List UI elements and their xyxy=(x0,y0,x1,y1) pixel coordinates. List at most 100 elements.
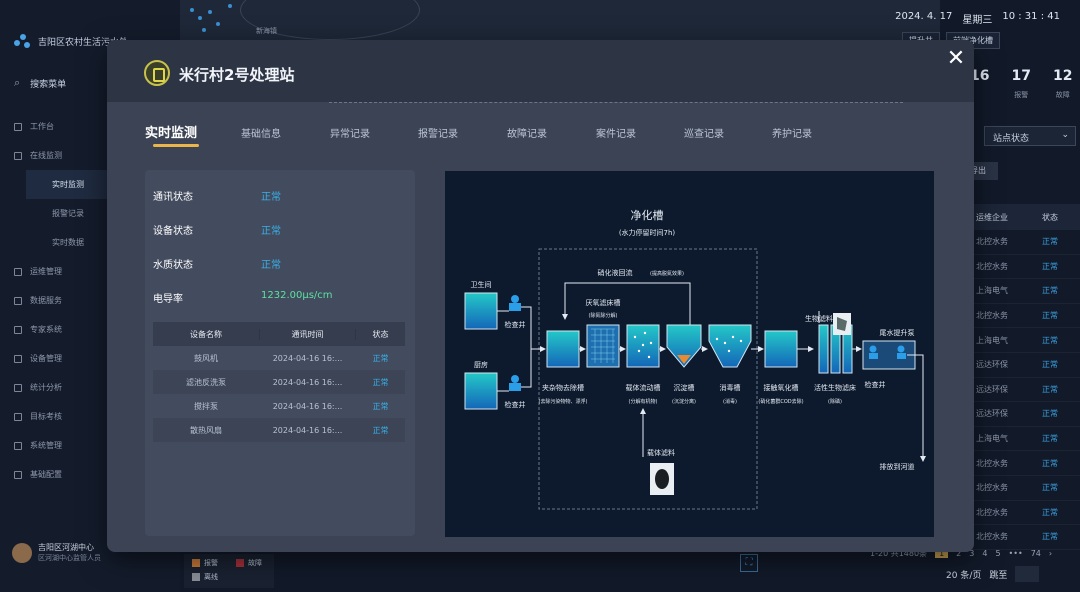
settling-tank-label: 沉淀槽 xyxy=(674,383,695,392)
map-marker[interactable] xyxy=(198,16,202,20)
table-row[interactable]: 北控水务正常 xyxy=(972,255,1080,280)
tab-5[interactable]: 案件记录 xyxy=(596,129,636,140)
sidebar-item-label: 在线监测 xyxy=(30,151,62,160)
tab-4[interactable]: 故障记录 xyxy=(507,129,547,140)
tab-7[interactable]: 养护记录 xyxy=(772,129,812,140)
modal-title: 米行村2号处理站 xyxy=(179,66,295,84)
table-row[interactable]: 北控水务正常 xyxy=(972,476,1080,501)
table-row[interactable]: 北控水务正常 xyxy=(972,525,1080,550)
next-page-icon[interactable]: › xyxy=(1048,549,1053,558)
map-marker[interactable] xyxy=(228,4,232,8)
map-marker[interactable] xyxy=(216,22,220,26)
map-marker[interactable] xyxy=(208,10,212,14)
table-row[interactable]: 远达环保正常 xyxy=(972,378,1080,403)
table-row[interactable]: 北控水务正常 xyxy=(972,230,1080,255)
map-label: 新海镇 xyxy=(256,27,277,35)
count-normal: 16 xyxy=(970,68,990,84)
status-cell: 正常 xyxy=(1042,311,1058,321)
status-cell: 正常 xyxy=(1042,384,1058,394)
table-row[interactable]: 上海电气 正常 xyxy=(972,427,1080,452)
menu-search[interactable]: ⌕ 搜索菜单 xyxy=(14,76,66,90)
table-row[interactable]: 北控水务正常 xyxy=(972,304,1080,329)
table-row[interactable]: 上海电气正常 xyxy=(972,328,1080,353)
user-profile[interactable]: 吉阳区河湖中心 区河湖中心监管人员 xyxy=(12,542,101,563)
sidebar-item[interactable]: 运维管理 xyxy=(14,257,174,286)
tab-2[interactable]: 异常记录 xyxy=(330,129,370,140)
avatar[interactable] xyxy=(12,542,32,563)
process-flow-svg: 净化槽 (水力停留时间7h) 卫生间 厨房 检查井 检查井 夹杂物去除槽 (去除… xyxy=(464,208,926,510)
operator-cell: 北控水务 xyxy=(976,237,1008,247)
app-logo: 吉阳区农村生活污水处 xyxy=(14,34,128,48)
expand-icon[interactable]: ⛶ xyxy=(740,554,758,572)
device-name-cell: 散热风扇 xyxy=(190,425,222,435)
tab-3[interactable]: 报警记录 xyxy=(418,129,458,140)
sidebar-item[interactable]: 设备管理 xyxy=(14,344,174,373)
comm-time-cell: 2024-04-16 16:... xyxy=(272,377,343,387)
table-row[interactable]: 北控水务正常 xyxy=(972,451,1080,476)
sidebar-item[interactable]: 目标考核 xyxy=(14,402,174,431)
sidebar-item[interactable]: 系统管理 xyxy=(14,431,174,460)
operator-cell: 北控水务 xyxy=(976,532,1008,542)
device-status-value: 正常 xyxy=(261,226,281,237)
comm-time-cell: 2024-04-16 16:... xyxy=(272,425,343,435)
status-cell: 正常 xyxy=(1042,434,1058,444)
sidebar-item[interactable]: 基础配置 xyxy=(14,460,174,489)
carrier-flow-tank-note: (分解有机物) xyxy=(629,398,658,405)
sidebar-item[interactable]: 统计分析 xyxy=(14,373,174,402)
sidebar-item-label: 设备管理 xyxy=(30,354,62,363)
sidebar-item[interactable]: 工作台 xyxy=(14,112,174,141)
table-row[interactable]: 上海电气正常 xyxy=(972,279,1080,304)
device-status-cell: 正常 xyxy=(372,353,389,363)
page-button[interactable]: ••• xyxy=(1008,549,1023,558)
page-button[interactable]: 3 xyxy=(969,549,975,558)
station-status-select[interactable]: 站点状态⌄ xyxy=(984,126,1076,146)
page-button[interactable]: 2 xyxy=(956,549,962,558)
bathroom-label: 卫生间 xyxy=(471,280,492,289)
sidebar-item[interactable]: 专家系统 xyxy=(14,315,174,344)
pagination-controls: 20 条/页 跳至 xyxy=(946,566,1040,582)
close-button[interactable]: ✕ xyxy=(946,46,966,71)
tab-6[interactable]: 巡查记录 xyxy=(684,129,724,140)
page-button[interactable]: 5 xyxy=(995,549,1001,558)
page-button[interactable]: 1 xyxy=(935,549,949,558)
status-cell: 正常 xyxy=(1042,360,1058,370)
device-status-cell: 正常 xyxy=(372,377,389,387)
diagram-subtitle: (水力停留时间7h) xyxy=(619,228,676,237)
map-marker[interactable] xyxy=(190,8,194,12)
table-row[interactable]: 远达环保正常 xyxy=(972,402,1080,427)
sidebar-item[interactable]: 在线监测 xyxy=(14,141,174,170)
disinfection-tank xyxy=(708,324,752,368)
menu-icon xyxy=(14,441,22,450)
menu-icon xyxy=(14,122,22,131)
tail-lift-pump-icon xyxy=(897,345,905,353)
inspection-well-1-icon xyxy=(511,295,519,303)
page-button[interactable]: 4 xyxy=(982,549,988,558)
bio-filter-note: (除磷) xyxy=(828,398,842,405)
page-size-select[interactable]: 20 条/页 xyxy=(946,570,982,581)
map-marker[interactable] xyxy=(202,28,206,32)
page-button[interactable]: 74 xyxy=(1030,549,1041,558)
carrier-flow-tank-label: 载体流动槽 xyxy=(626,383,661,392)
export-button[interactable]: 导出 xyxy=(970,162,998,180)
table-row[interactable]: 远达环保正常 xyxy=(972,353,1080,378)
carrier-filler-label: 载体滤料 xyxy=(647,448,675,457)
operator-cell: 上海电气 xyxy=(976,434,1008,444)
sidebar-item[interactable]: 报警记录 xyxy=(14,199,174,228)
chevron-down-icon: ⌄ xyxy=(1061,130,1069,140)
inspection-well-2-label: 检查井 xyxy=(505,400,526,409)
sidebar-item[interactable]: 实时数据 xyxy=(14,228,174,257)
tab-1[interactable]: 基础信息 xyxy=(241,129,281,140)
sidebar-item[interactable]: 数据服务 xyxy=(14,286,174,315)
menu-icon xyxy=(14,296,22,305)
menu-icon xyxy=(14,470,22,479)
anaerobic-tank-note: (除氮除分解) xyxy=(589,312,618,319)
tab-0[interactable]: 实时监测 xyxy=(145,122,200,147)
page-jump-input[interactable] xyxy=(1015,566,1040,582)
operator-cell: 上海电气 xyxy=(976,335,1008,345)
table-row[interactable]: 北控水务正常 xyxy=(972,501,1080,526)
